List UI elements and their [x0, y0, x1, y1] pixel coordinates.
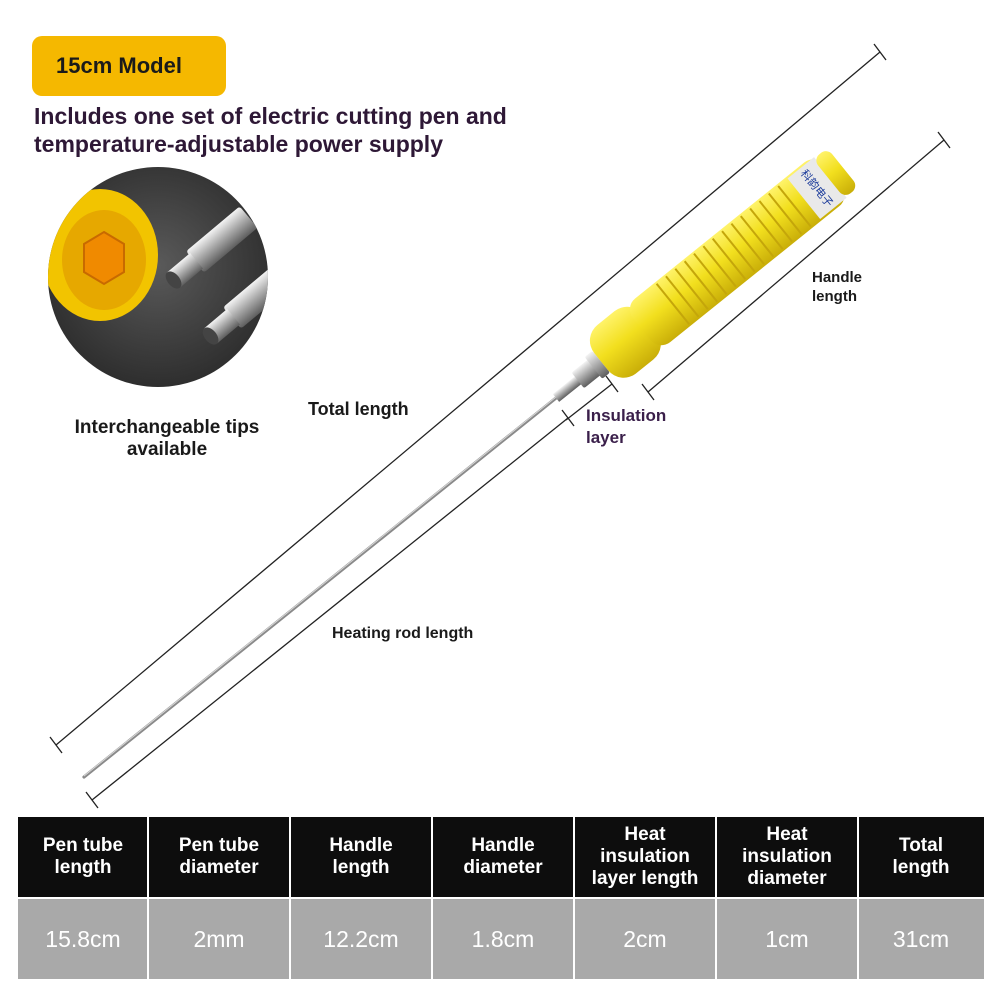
heating-rod-label: Heating rod length: [332, 625, 474, 642]
subtitle-line-2: temperature-adjustable power supply: [34, 131, 443, 157]
spec-header-text: Pen tube: [42, 835, 124, 856]
spec-header-text: layer length: [591, 868, 699, 889]
spec-header-text: length: [892, 857, 950, 878]
model-badge: 15cm Model: [32, 36, 226, 96]
insulation-label: Insulation layer: [586, 405, 666, 449]
spec-header-text: Heat: [766, 824, 808, 845]
insulation-dimension: [565, 375, 619, 421]
spec-value-cell: 1cm: [765, 925, 809, 952]
handle-length-line-2: length: [812, 288, 857, 305]
spec-header-text: diameter: [747, 868, 827, 889]
spec-header-text: insulation: [600, 846, 690, 867]
product-diagram: 科韵电子: [48, 43, 951, 809]
brand-label-band: [787, 157, 847, 220]
metal-tip-2: [202, 257, 268, 345]
metal-tip-1: [165, 207, 257, 289]
table-column-divider: [857, 817, 859, 980]
inset-caption: Interchangeable tips available: [62, 417, 272, 461]
table-column-divider: [147, 817, 149, 980]
spec-header-text: length: [332, 857, 390, 878]
spec-value-cell: 31cm: [892, 925, 950, 952]
table-column-divider: [431, 817, 433, 980]
spec-header-text: Handle: [471, 835, 535, 856]
heating-rod-dimension: [85, 409, 575, 809]
insulation-line-2: layer: [586, 428, 626, 447]
handle-length-label: Handle length: [812, 268, 862, 306]
spec-header-text: Pen tube: [178, 835, 260, 856]
spec-header-text: diameter: [179, 857, 259, 878]
spec-header-text: length: [54, 857, 112, 878]
interchangeable-tips-inset: [48, 167, 268, 387]
handle-length-line-1: Handle: [812, 269, 863, 286]
cutting-pen: 科韵电子: [552, 151, 856, 402]
handle-end-cap: [816, 151, 856, 195]
handle-length-dimension: [641, 131, 951, 401]
heating-rod: [82, 396, 558, 779]
insulation-line-1: Insulation: [586, 406, 667, 425]
total-length-label: Total length: [308, 399, 409, 419]
spec-header-text: Total: [899, 835, 943, 856]
product-subtitle: Includes one set of electric cutting pen…: [34, 102, 594, 158]
spec-value-cell: 2mm: [193, 925, 245, 952]
handle-ridges: [655, 185, 812, 325]
spec-value-cell: 12.2cm: [323, 925, 399, 952]
spec-header-text: diameter: [463, 857, 543, 878]
spec-header-text: Handle: [329, 835, 393, 856]
spec-value-cell: 1.8cm: [471, 925, 535, 952]
spec-value-cell: 15.8cm: [45, 925, 121, 952]
inset-caption-line-1: Interchangeable tips: [74, 417, 260, 438]
total-length-dimension: [49, 43, 887, 754]
insulation-tube: [552, 375, 583, 402]
table-column-divider: [289, 817, 291, 980]
spec-value-cell: 2cm: [623, 925, 667, 952]
hex-socket-icon: [83, 230, 125, 286]
spec-header-text: insulation: [742, 846, 832, 867]
inset-caption-line-2: available: [126, 439, 208, 460]
table-column-divider: [573, 817, 575, 980]
subtitle-line-1: Includes one set of electric cutting pen…: [34, 103, 507, 129]
table-column-divider: [715, 817, 717, 980]
spec-value-row: 15.8cm 2mm 12.2cm 1.8cm 2cm 1cm 31cm: [18, 899, 984, 979]
model-badge-label: 15cm Model: [56, 53, 182, 78]
spec-header-text: Heat: [624, 824, 666, 845]
